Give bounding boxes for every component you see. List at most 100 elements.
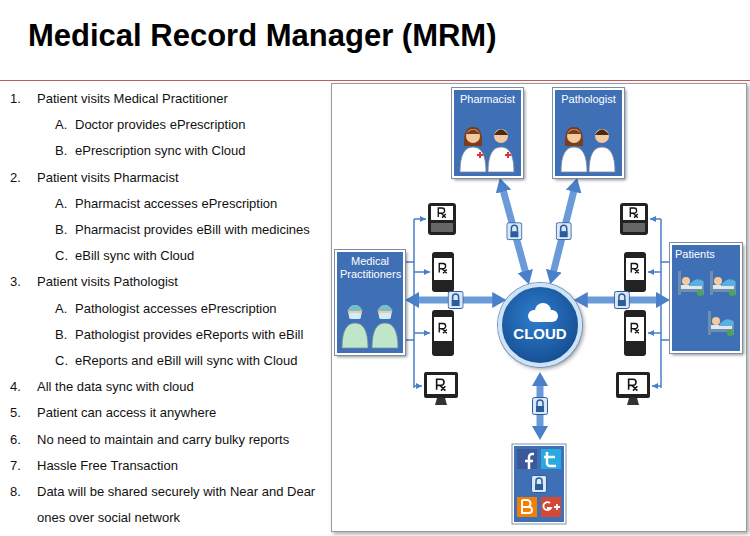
node-label: Medical Practitioners <box>337 252 403 281</box>
shape <box>348 305 362 319</box>
shape <box>439 324 447 334</box>
list-marker: A. <box>55 191 67 217</box>
shape <box>629 379 638 390</box>
shape <box>414 271 430 273</box>
shape <box>377 305 393 311</box>
list-marker: B. <box>55 322 67 348</box>
shape <box>432 252 454 292</box>
shape <box>678 271 681 295</box>
page-title: Medical Record Manager (MRM) <box>28 18 497 54</box>
title-rule <box>0 80 750 81</box>
shape <box>543 502 560 510</box>
actor-box: Patients <box>670 243 742 353</box>
list-marker: 8. <box>10 479 21 505</box>
shape <box>719 319 733 326</box>
shape <box>534 314 552 322</box>
shape <box>729 290 735 296</box>
list-item: Patient visits Pharmacist <box>37 165 329 191</box>
shape <box>661 219 669 388</box>
shape <box>342 323 368 348</box>
shape <box>431 206 453 220</box>
list-marker: 7. <box>10 453 21 479</box>
secure-connector <box>415 292 496 309</box>
shape <box>414 218 426 220</box>
shape <box>349 313 361 319</box>
social-network-icon <box>512 444 566 524</box>
list-item: Pharmacist accesses ePrescription <box>75 191 329 217</box>
shape <box>431 223 453 232</box>
secure-connector <box>502 188 526 275</box>
shape <box>424 372 458 398</box>
shape <box>631 264 639 274</box>
shape <box>589 147 615 172</box>
shape <box>565 127 583 146</box>
shape <box>439 264 447 274</box>
shape <box>460 127 514 172</box>
actor-box: Medical Practitioners <box>335 250 405 355</box>
shape <box>561 147 587 172</box>
connector-line <box>502 188 526 275</box>
shape <box>595 130 609 136</box>
shape <box>620 203 648 235</box>
shape <box>714 277 722 285</box>
lock-icon <box>507 223 522 240</box>
shape <box>428 203 456 235</box>
shape <box>342 305 398 348</box>
shape <box>466 129 480 143</box>
shape <box>513 445 565 523</box>
shape <box>721 279 735 286</box>
list-item: Data will be shared securely with Near a… <box>37 479 329 531</box>
cloud-circle: CLOUD <box>498 283 582 367</box>
shape <box>541 497 561 517</box>
shape <box>616 372 650 398</box>
shape <box>488 147 514 172</box>
shape <box>434 317 452 341</box>
shape <box>378 305 392 319</box>
list-marker: A. <box>55 296 67 322</box>
list-item: No need to maintain and carry bulky repo… <box>37 427 329 453</box>
shape <box>678 271 736 336</box>
list-marker: C. <box>55 243 68 269</box>
shape <box>697 290 703 296</box>
list-marker: 4. <box>10 374 21 400</box>
actor-box: Pathologist <box>553 88 624 178</box>
shape <box>432 310 454 356</box>
node-label: CLOUD <box>502 325 578 343</box>
list-item: Pathologist accesses ePrescription <box>75 296 329 322</box>
node-label: Pathologist <box>555 90 622 106</box>
shape <box>544 452 556 466</box>
shape <box>624 310 646 356</box>
shape <box>435 398 447 405</box>
list-item: Doctor provides ePrescription <box>75 112 329 138</box>
shape <box>528 303 558 322</box>
shape <box>437 379 446 390</box>
shape <box>533 398 548 415</box>
shape <box>626 317 644 341</box>
shape <box>561 127 615 172</box>
shape <box>595 129 609 143</box>
shape <box>710 271 713 295</box>
list-marker: 6. <box>10 427 21 453</box>
shape <box>464 127 482 146</box>
shape <box>517 497 537 517</box>
secure-connector <box>584 292 660 309</box>
list-item: eReports and eBill will sync with Cloud <box>75 348 329 374</box>
shape <box>708 311 711 335</box>
actor-box: Pharmacist <box>452 88 523 178</box>
shape <box>522 500 532 513</box>
node-label: Patients <box>672 245 740 261</box>
shape <box>532 476 547 493</box>
shape <box>347 305 363 311</box>
shape <box>414 332 430 334</box>
shape <box>624 252 646 292</box>
shape <box>460 147 486 172</box>
shape <box>626 258 644 280</box>
list-marker: B. <box>55 217 67 243</box>
shape <box>623 206 645 220</box>
node-icon <box>337 252 403 353</box>
device-brackets <box>406 219 669 388</box>
list-item: Pharmacist provides eBill with medicines <box>75 217 329 243</box>
shape <box>648 271 661 273</box>
list-marker: 3. <box>10 269 21 295</box>
list-marker: 1. <box>10 86 21 112</box>
